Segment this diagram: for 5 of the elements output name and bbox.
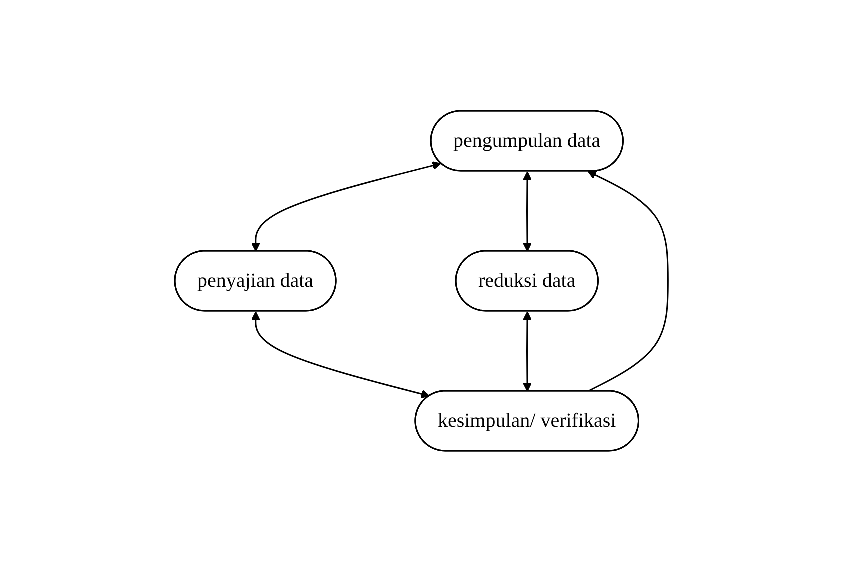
arrow	[252, 311, 431, 398]
arrow	[524, 311, 532, 392]
arrow	[588, 170, 670, 392]
arrow	[524, 171, 532, 252]
arrow	[252, 161, 442, 252]
